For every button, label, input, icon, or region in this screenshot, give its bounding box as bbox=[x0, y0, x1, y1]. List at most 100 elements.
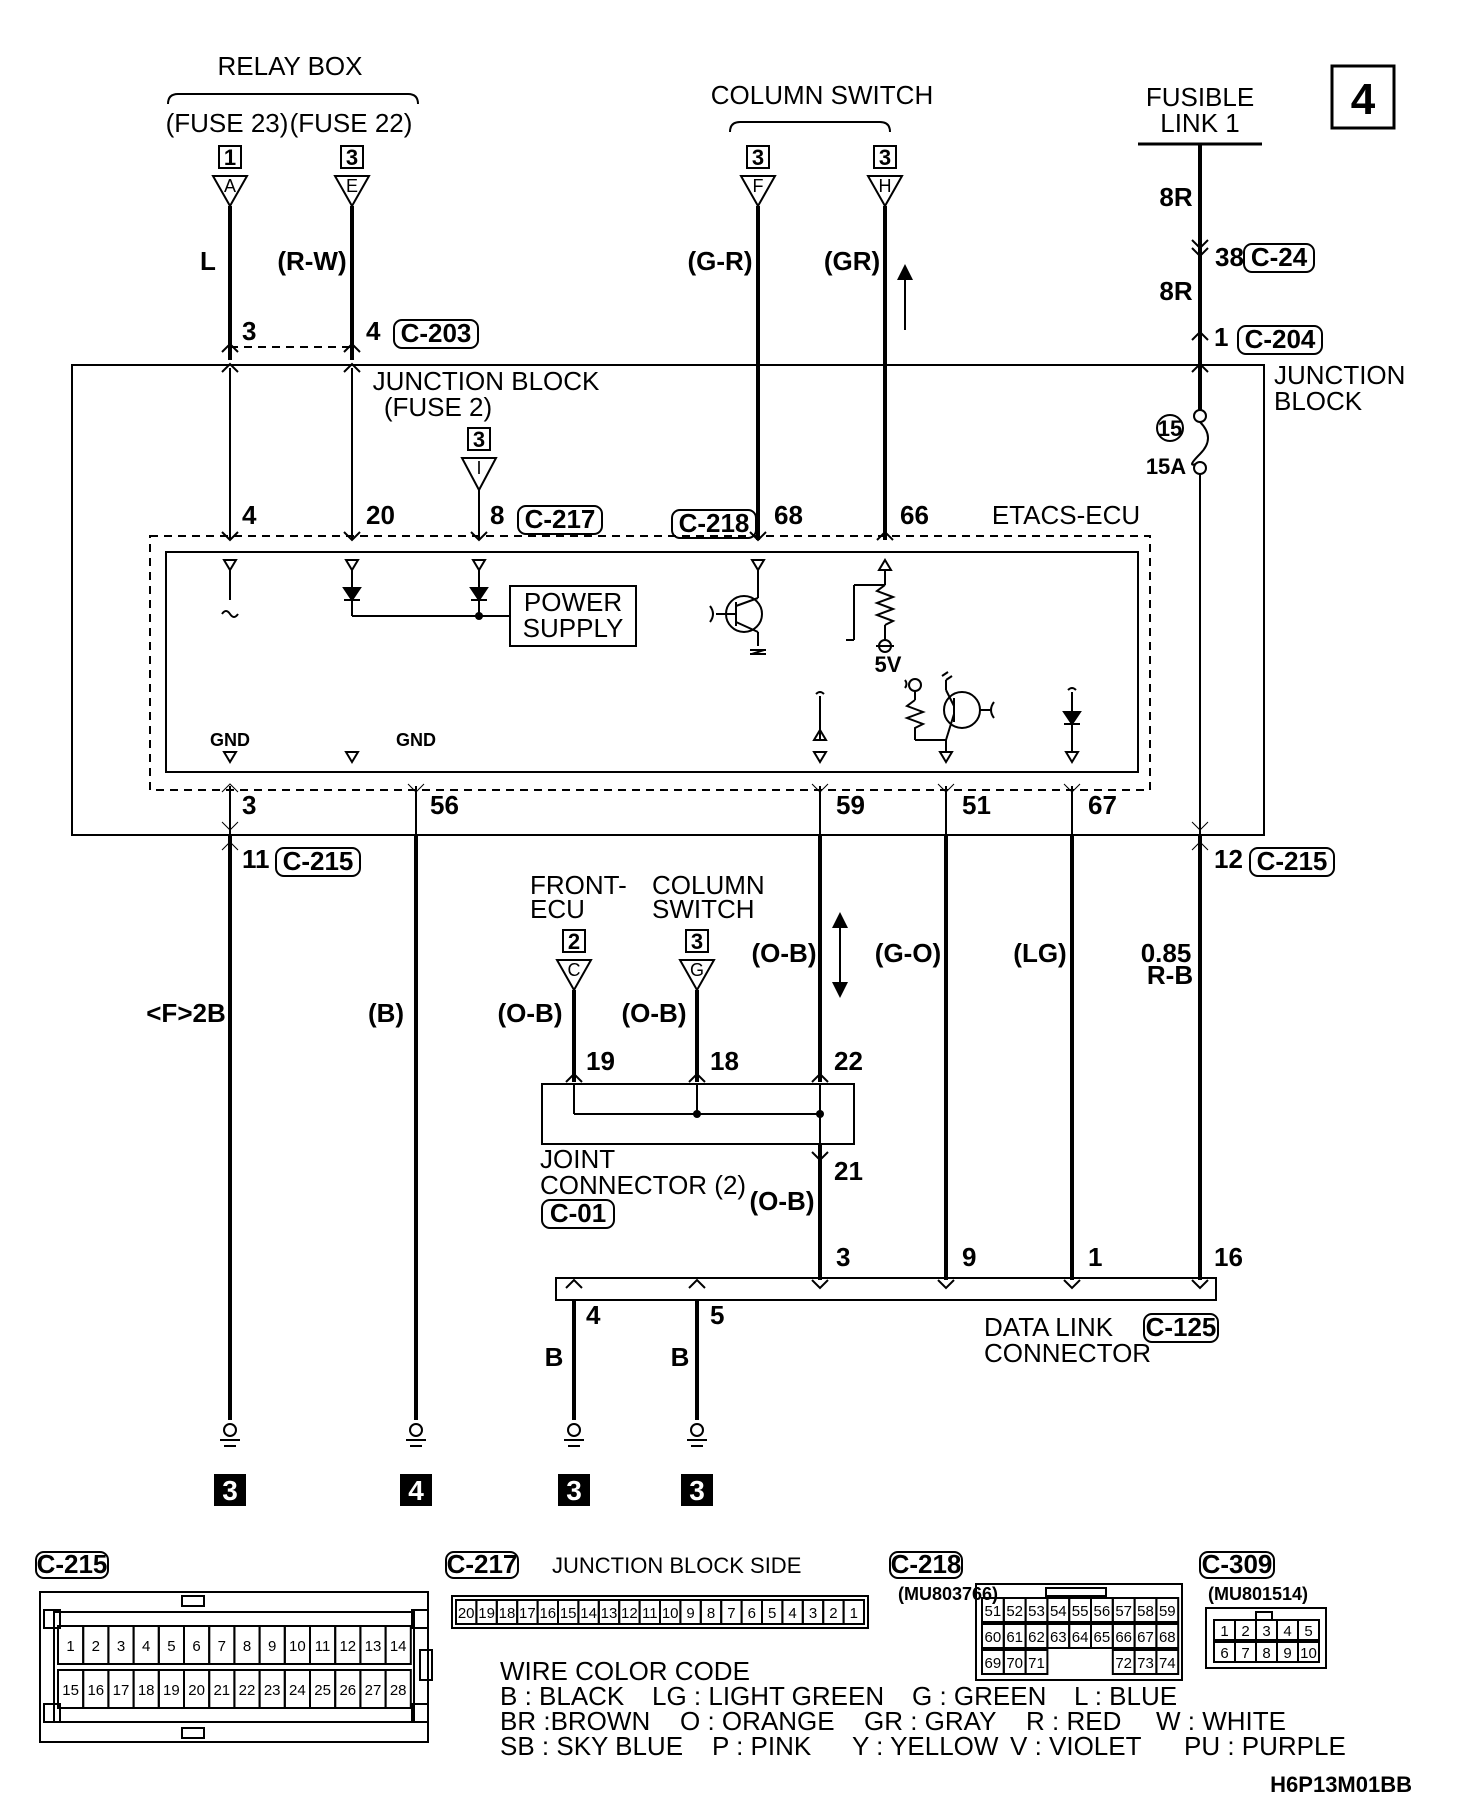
c218-pin-label: 68 bbox=[1159, 1629, 1176, 1646]
c218-pin-label: 55 bbox=[1072, 1603, 1089, 1620]
svg-text:E: E bbox=[346, 176, 358, 196]
power-supply-label-2: SUPPLY bbox=[523, 613, 624, 643]
svg-text:3: 3 bbox=[879, 145, 891, 170]
pin-3-c203: 3 bbox=[242, 316, 256, 346]
c218-pin-cell bbox=[1155, 1597, 1180, 1623]
c217-pin-label: 6 bbox=[748, 1605, 756, 1622]
etacs-internal-circuits bbox=[221, 558, 1082, 764]
c215-pin-label: 6 bbox=[192, 1638, 200, 1655]
c215-pin-label: 23 bbox=[264, 1682, 281, 1699]
conn-c218: C-218 bbox=[679, 508, 750, 538]
svg-text:PU : PURPLE: PU : PURPLE bbox=[1184, 1731, 1346, 1761]
joint-node-18 bbox=[693, 1110, 701, 1118]
c309-pin-cell bbox=[1297, 1641, 1320, 1663]
c218-pin-label: 70 bbox=[1006, 1655, 1023, 1672]
c217-pin-label: 20 bbox=[458, 1605, 475, 1622]
c309-pin-label: 9 bbox=[1283, 1645, 1291, 1662]
wire-8r-upper: 8R bbox=[1159, 182, 1192, 212]
c215-pin-cell bbox=[384, 1625, 412, 1665]
wire-8r-lower: 8R bbox=[1159, 276, 1192, 306]
column-switch-label: COLUMN SWITCH bbox=[711, 80, 933, 110]
dlc-pin-3: 3 bbox=[836, 1242, 850, 1272]
view-c309-title-box bbox=[1199, 1551, 1275, 1579]
svg-text:A: A bbox=[224, 176, 236, 196]
svg-text:G: G bbox=[690, 960, 704, 980]
wire-o-b-col: (O-B) bbox=[622, 998, 687, 1028]
view-c309-title: C-309 bbox=[1202, 1549, 1273, 1579]
c215-pin-label: 27 bbox=[365, 1682, 382, 1699]
c217-pin-label: 9 bbox=[686, 1605, 694, 1622]
c218-pin-label: 54 bbox=[1050, 1603, 1067, 1620]
etacs-pin-51: 51 bbox=[962, 790, 991, 820]
c215-pin-label: 4 bbox=[142, 1638, 150, 1655]
c309-pin-cell bbox=[1297, 1619, 1320, 1641]
c218-pin-label: 67 bbox=[1137, 1629, 1154, 1646]
pin-11-c215: 11 bbox=[242, 844, 270, 874]
pin-1-c204: 1 bbox=[1214, 322, 1228, 352]
junction-block-side-2: BLOCK bbox=[1274, 386, 1363, 416]
etacs-pin-68: 68 bbox=[774, 500, 803, 530]
fuse-15 bbox=[1191, 370, 1209, 840]
etacs-ecu-outer bbox=[149, 535, 1151, 791]
svg-text:LG : LIGHT GREEN: LG : LIGHT GREEN bbox=[652, 1681, 884, 1711]
conn-c125-box bbox=[1143, 1313, 1219, 1343]
feed-connector-e: 3 E bbox=[333, 145, 371, 209]
wire-b-5: B bbox=[671, 1342, 690, 1372]
conn-c203: C-203 bbox=[401, 318, 472, 348]
joint-pin-22: 22 bbox=[834, 1046, 863, 1076]
gnd-label-1: GND bbox=[210, 730, 250, 750]
c218-pin-label: 69 bbox=[985, 1655, 1002, 1672]
c218-pin-label: 51 bbox=[985, 1603, 1002, 1620]
conn-c217: C-217 bbox=[525, 504, 596, 534]
dlc-pin-markers bbox=[565, 1278, 1209, 1290]
etacs-pin-66: 66 bbox=[900, 500, 929, 530]
c218-pin-label: 73 bbox=[1137, 1655, 1154, 1672]
conn-c215-right: C-215 bbox=[1257, 846, 1328, 876]
svg-text:3: 3 bbox=[752, 145, 764, 170]
conn-c204: C-204 bbox=[1245, 324, 1316, 354]
svg-text:F: F bbox=[753, 176, 764, 196]
c215-pin-label: 3 bbox=[117, 1638, 125, 1655]
c218-pin-label: 58 bbox=[1137, 1603, 1154, 1620]
etacs-pin-3: 3 bbox=[242, 790, 256, 820]
c217-pin-label: 8 bbox=[707, 1605, 715, 1622]
conn-c01: C-01 bbox=[550, 1198, 606, 1228]
c215-pin-label: 5 bbox=[167, 1638, 175, 1655]
wire-f-2b: <F>2B bbox=[146, 998, 226, 1028]
c218-pin-label: 72 bbox=[1115, 1655, 1132, 1672]
joint-feed-wires bbox=[565, 990, 829, 1083]
column-switch-2-connector: 3 G bbox=[678, 929, 716, 993]
c309-pin-label: 10 bbox=[1300, 1645, 1317, 1662]
data-link-connector-box bbox=[555, 1277, 1217, 1301]
svg-text:G : GREEN: G : GREEN bbox=[912, 1681, 1046, 1711]
c218-pin-label: 74 bbox=[1159, 1655, 1176, 1672]
column-switch-brace bbox=[729, 121, 891, 133]
relay-box-label: RELAY BOX bbox=[218, 51, 363, 81]
c218-pin-label: 53 bbox=[1028, 1603, 1045, 1620]
c215-pin-label: 14 bbox=[390, 1638, 407, 1655]
page-number: 4 bbox=[1351, 75, 1376, 124]
junction-inner-wires bbox=[221, 368, 894, 542]
c217-pin-label: 13 bbox=[601, 1605, 618, 1622]
c218-pin-label: 57 bbox=[1115, 1603, 1132, 1620]
c215-pin-label: 21 bbox=[213, 1682, 230, 1699]
drawing-code: H6P13M01BB bbox=[1270, 1772, 1412, 1797]
svg-text:H: H bbox=[879, 176, 892, 196]
c218-pin-label: 66 bbox=[1115, 1629, 1132, 1646]
c309-pin-label: 3 bbox=[1262, 1623, 1270, 1640]
joint-connector-label-1: JOINT bbox=[540, 1144, 615, 1174]
c309-pin-label: 2 bbox=[1241, 1623, 1249, 1640]
etacs-title: ETACS-ECU bbox=[992, 500, 1140, 530]
junction-block-fuse: (FUSE 2) bbox=[384, 392, 492, 422]
svg-text:3: 3 bbox=[222, 1475, 238, 1506]
c215-pin-label: 2 bbox=[92, 1638, 100, 1655]
wire-lg: (LG) bbox=[1013, 938, 1066, 968]
conn-c01-box bbox=[541, 1199, 615, 1229]
c215-pin-label: 9 bbox=[268, 1638, 276, 1655]
svg-text:B : BLACK: B : BLACK bbox=[500, 1681, 625, 1711]
front-ecu-label-1: FRONT- bbox=[530, 870, 627, 900]
c309-pin-label: 8 bbox=[1262, 1645, 1270, 1662]
c309-pin-label: 6 bbox=[1220, 1645, 1228, 1662]
